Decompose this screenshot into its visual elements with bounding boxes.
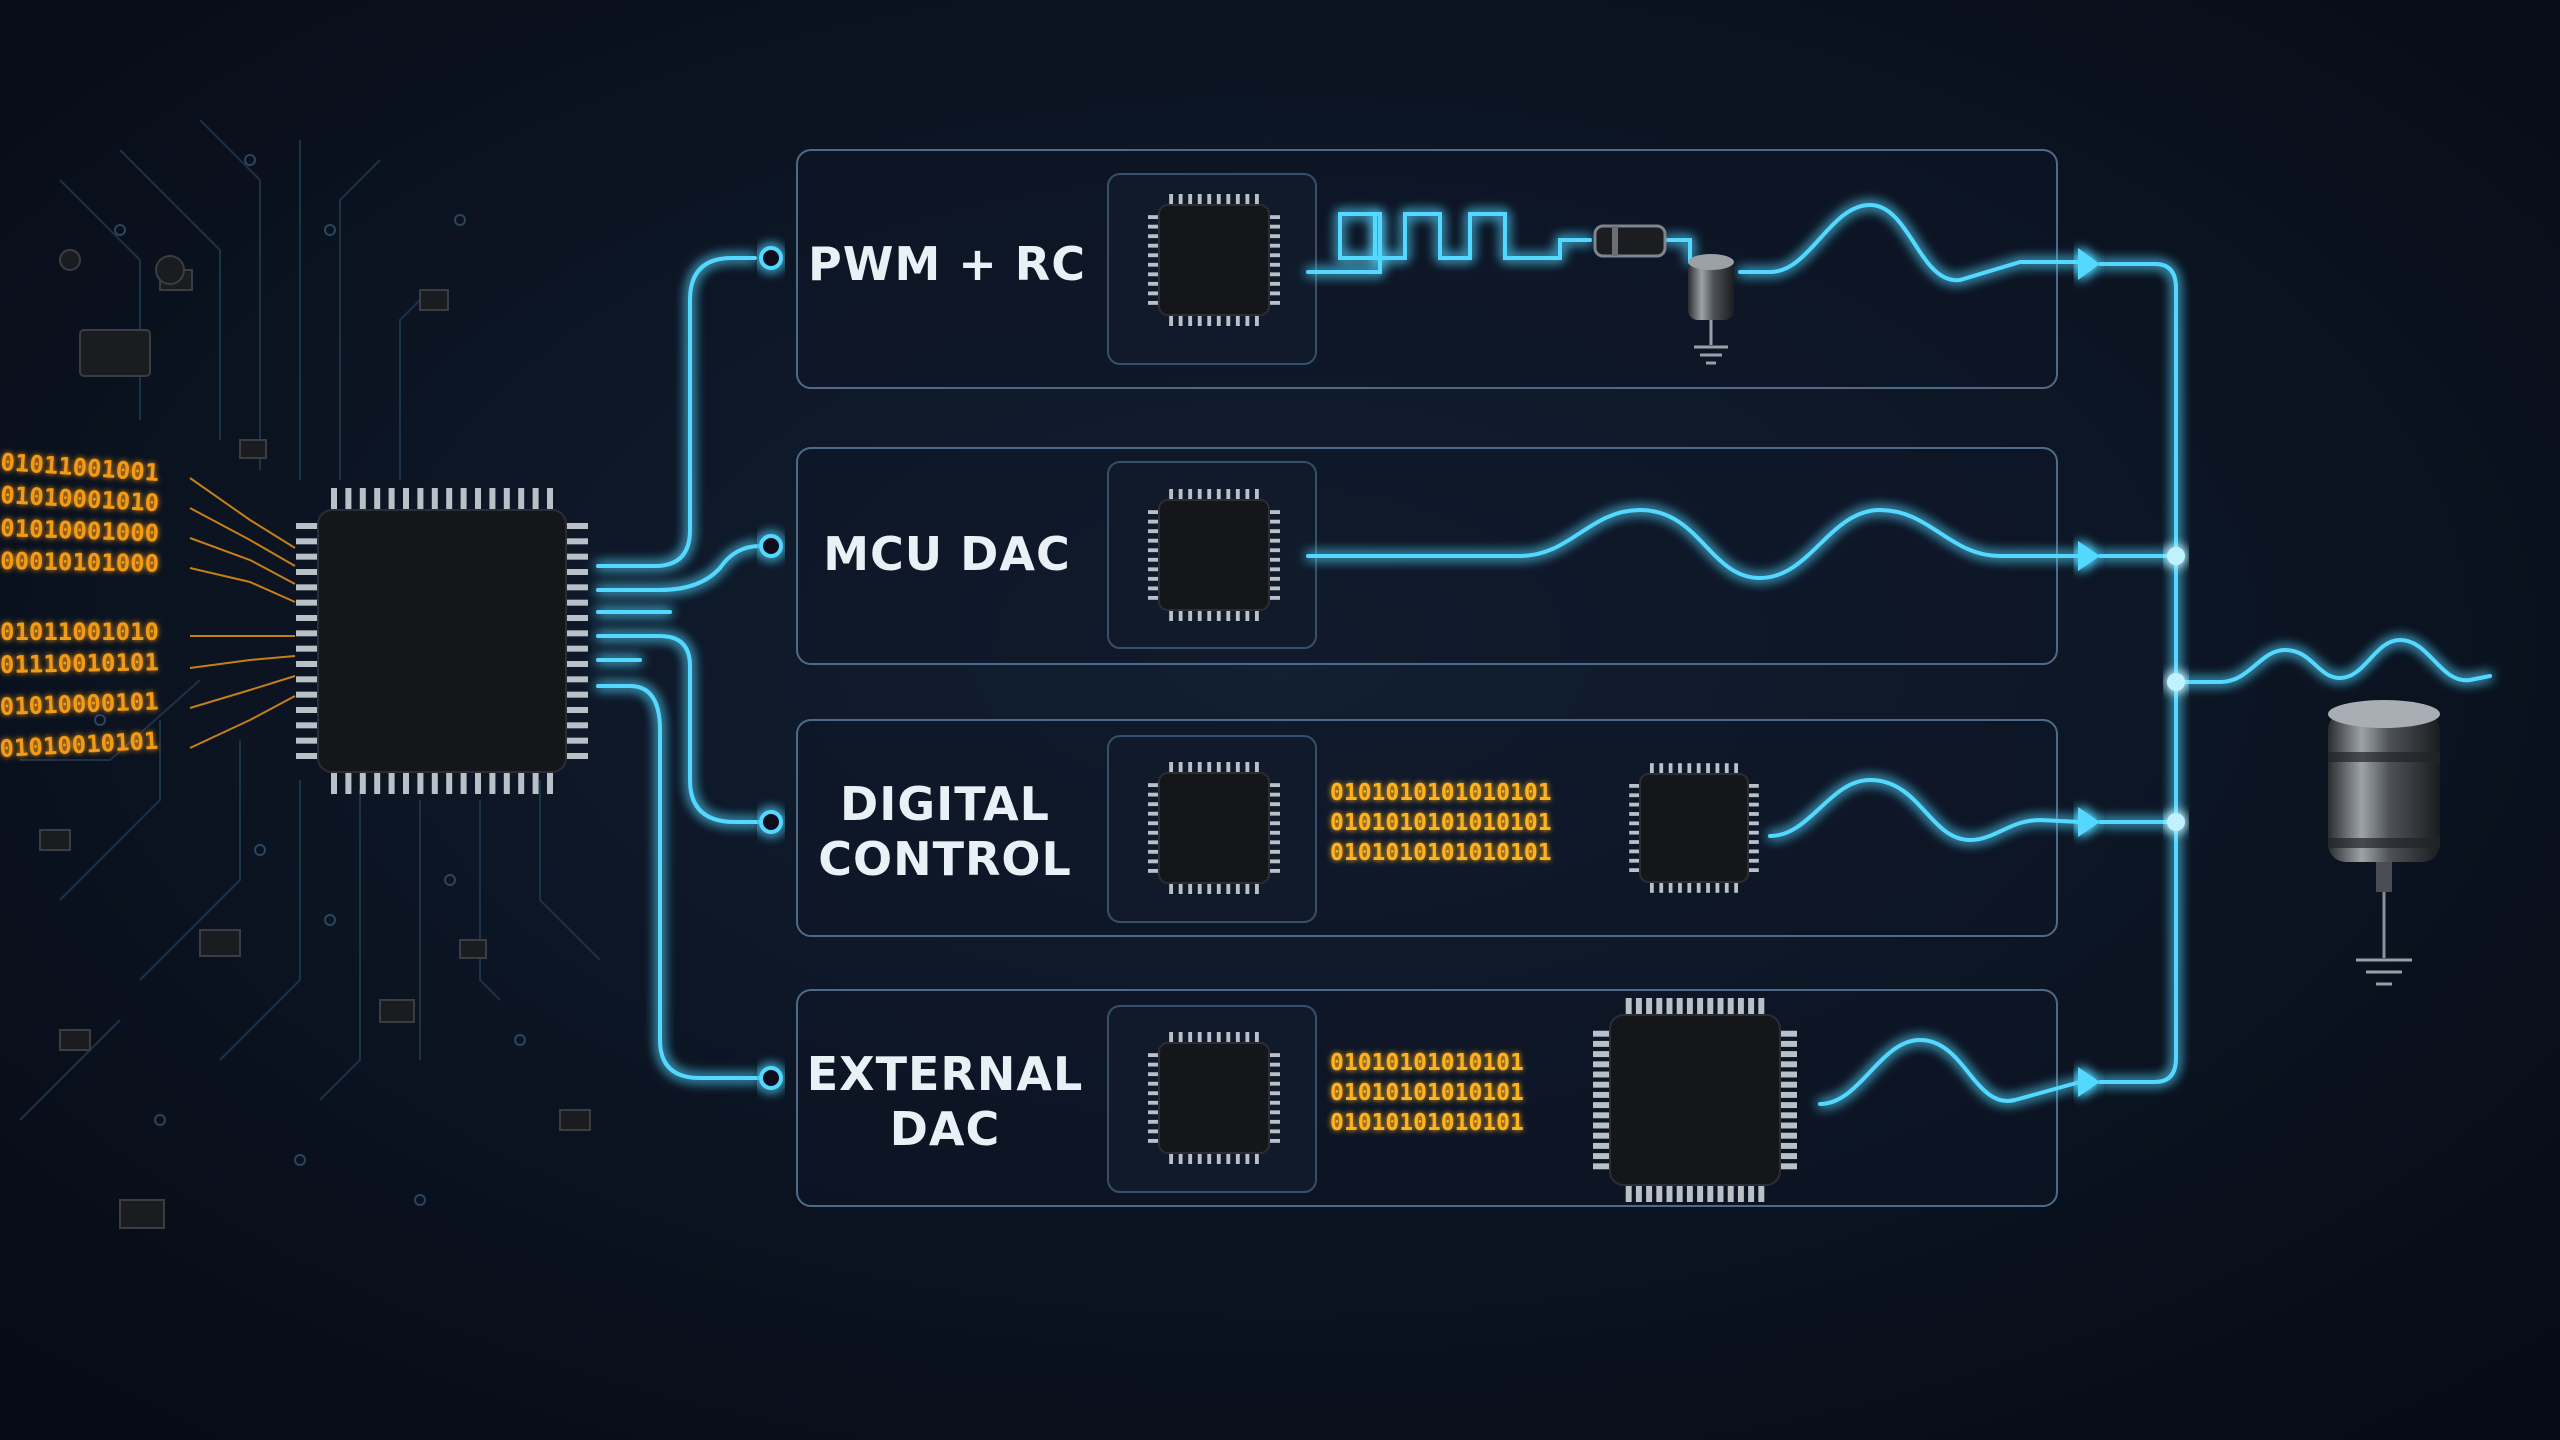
sine-wave-icon (1306, 507, 2082, 581)
input-bit-traces (189, 477, 296, 749)
bitstream-line: 01110010101 (0, 648, 159, 679)
ground-symbol-icon (1694, 345, 1728, 365)
external-dac-input-node (759, 1066, 783, 1090)
ground-symbol-icon (2356, 958, 2412, 986)
wire-endpoints (759, 246, 783, 1090)
microcontroller-chip-icon (1148, 194, 1280, 326)
bit-row: 0101010101010101 (1330, 780, 1552, 806)
external-dac-label-line-2: DAC (890, 1102, 1001, 1156)
bitstream-line: 01011001010 (0, 618, 159, 646)
panel-external-dac: EXTERNAL DAC 01010101010101 010101010101… (796, 989, 2100, 1207)
panel-mcu-dac: MCU DAC (796, 447, 2100, 665)
arrow-right-icon (2078, 541, 2100, 571)
pcb-traces (19, 119, 601, 1121)
microcontroller-chip-icon (1148, 1032, 1280, 1164)
pcb-vias (94, 154, 526, 1206)
pwm-rc-label: PWM + RC (808, 237, 1086, 291)
sine-wave-icon (1738, 202, 2022, 283)
bit-row: 01010101010101 (1330, 1080, 1524, 1106)
bitstream-line: 01010001000 (0, 514, 160, 548)
pwm-rc-input-node (759, 246, 783, 270)
sine-wave-icon (2174, 637, 2492, 684)
digital-control-label-line-2: CONTROL (818, 832, 1072, 886)
arrow-right-icon (2078, 1067, 2100, 1097)
bus-junctions (2167, 547, 2185, 831)
resistor-icon (1593, 224, 1667, 258)
bitstream-line: 01010000101 (0, 687, 159, 721)
bit-row: 01010101010101 (1330, 1050, 1524, 1076)
digital-control-input-node (759, 810, 783, 834)
main-microcontroller (296, 488, 588, 794)
arrow-right-icon (2078, 807, 2100, 837)
capacitor-icon (1688, 254, 1734, 345)
speaker-load-icon (2328, 700, 2440, 958)
microcontroller-chip-icon (1148, 489, 1280, 621)
square-wave-icon (1306, 212, 1532, 274)
sine-wave-icon (1818, 1037, 2082, 1106)
mcu-output-wires (596, 256, 762, 1080)
digital-control-bits: 0101010101010101 0101010101010101 010101… (1330, 780, 1552, 866)
smd-components (39, 249, 591, 1229)
sine-wave-icon (1768, 777, 2082, 843)
external-dac-bits: 01010101010101 01010101010101 0101010101… (1330, 1050, 1524, 1136)
panel-digital-control: DIGITAL CONTROL 0101010101010101 0101010… (796, 719, 2100, 937)
panel-pwm-rc: PWM + RC (796, 149, 2100, 389)
bit-row: 0101010101010101 (1330, 840, 1552, 866)
bit-row: 01010101010101 (1330, 1110, 1524, 1136)
microcontroller-chip-icon (1629, 763, 1759, 893)
external-dac-label-line-1: EXTERNAL (807, 1047, 1084, 1101)
bitstream-line: 00010101000 (0, 547, 159, 578)
external-dac-chip-icon (1593, 998, 1797, 1202)
mcu-dac-label: MCU DAC (823, 527, 1070, 581)
mcu-dac-input-node (759, 534, 783, 558)
microcontroller-chip-icon (1148, 762, 1280, 894)
digital-control-label-line-1: DIGITAL (840, 777, 1050, 831)
input-bitstreams: 01011001001 01010001010 01010001000 0001… (0, 448, 160, 763)
bit-row: 0101010101010101 (1330, 810, 1552, 836)
